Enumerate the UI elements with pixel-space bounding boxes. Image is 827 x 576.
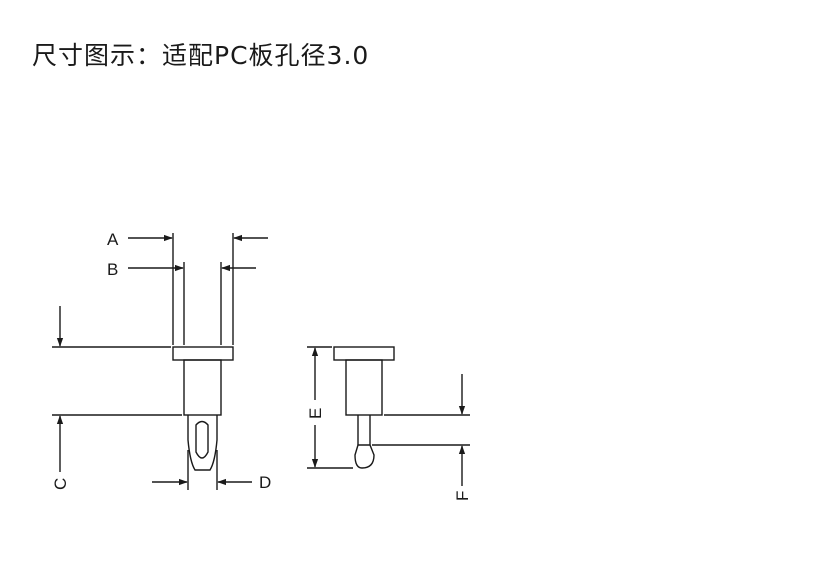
label-a: A xyxy=(107,230,119,249)
head-flange-right xyxy=(333,346,395,361)
left-view-part xyxy=(172,346,234,471)
right-view-part xyxy=(333,346,395,469)
label-c: C xyxy=(51,478,70,490)
body-shank xyxy=(183,359,222,416)
pin-tip xyxy=(354,444,375,469)
head-flange xyxy=(172,346,234,361)
label-e: E xyxy=(306,408,325,419)
body-shank-right xyxy=(345,359,383,416)
snap-leg-outer xyxy=(187,415,218,471)
label-d: D xyxy=(259,473,271,492)
page-title: 尺寸图示：适配PC板孔径3.0 xyxy=(32,41,370,70)
label-f: F xyxy=(453,491,472,501)
snap-leg-slot xyxy=(195,420,209,459)
label-b: B xyxy=(107,260,118,279)
